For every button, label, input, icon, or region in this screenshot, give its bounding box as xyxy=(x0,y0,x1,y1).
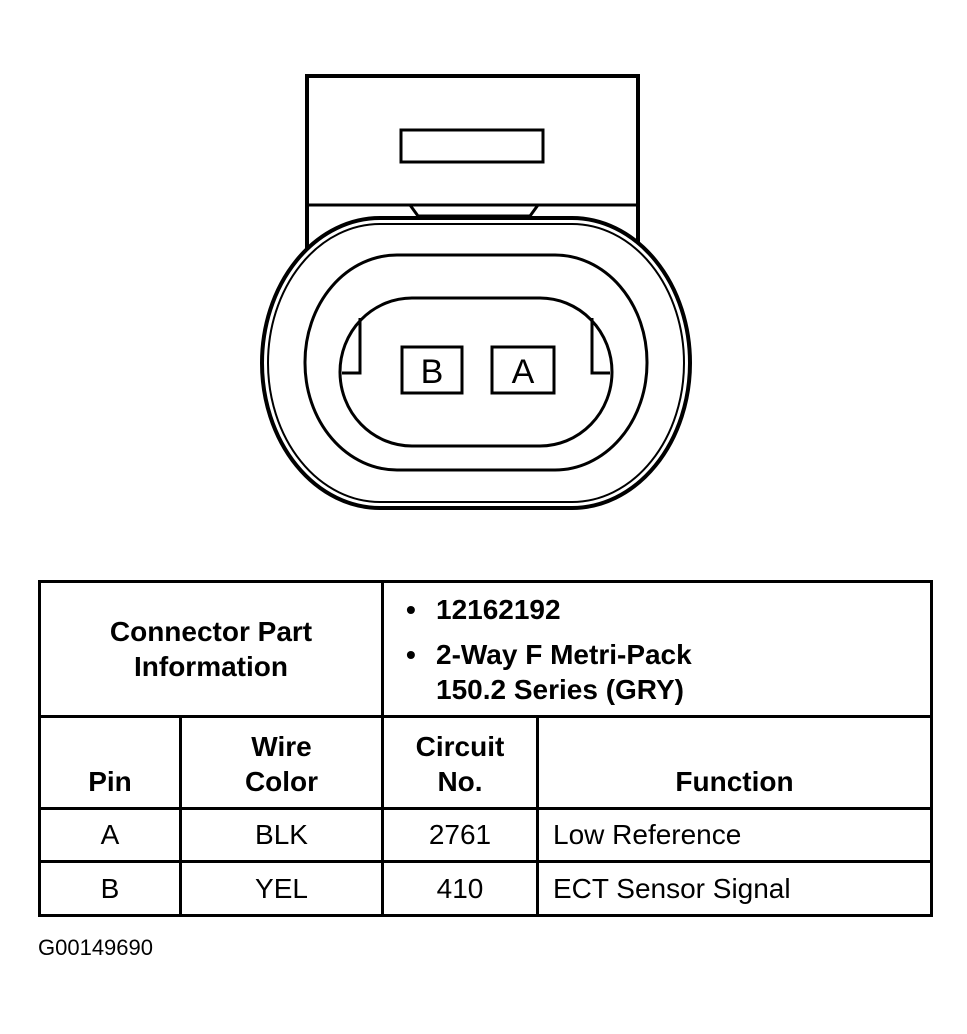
header-wire-color: Wire Color xyxy=(179,715,384,810)
table-row: A BLK 2761 Low Reference xyxy=(38,807,933,863)
connector-seal-ring xyxy=(303,253,649,472)
pin-cavity-b: B xyxy=(400,345,464,395)
part-info-label: Connector Part Information xyxy=(38,580,384,718)
cell-pin: A xyxy=(38,807,182,863)
cell-circuit-no: 410 xyxy=(381,860,539,917)
part-info-values: • 12162192 • 2-Way F Metri-Pack 150.2 Se… xyxy=(381,580,933,718)
connector-face-diagram: B A xyxy=(260,74,692,510)
pin-cavity-a: A xyxy=(490,345,556,395)
cell-wire-color: YEL xyxy=(179,860,384,917)
header-circuit-no: Circuit No. xyxy=(381,715,539,810)
pin-a-label: A xyxy=(512,353,535,391)
connector-pinout-table: Connector Part Information • 12162192 • … xyxy=(38,580,933,917)
bullet-icon: • xyxy=(406,638,416,670)
bullet-icon: • xyxy=(406,593,416,625)
cell-function: Low Reference xyxy=(536,807,933,863)
part-info-row: Connector Part Information • 12162192 • … xyxy=(38,580,933,718)
pin-b-label: B xyxy=(421,353,444,391)
column-header-row: Pin Wire Color Circuit No. Function xyxy=(38,715,933,810)
header-function: Function xyxy=(536,715,933,810)
header-pin: Pin xyxy=(38,715,182,810)
table-row: B YEL 410 ECT Sensor Signal xyxy=(38,860,933,917)
connector-outer-shell xyxy=(260,216,692,510)
figure-id: G00149690 xyxy=(38,935,153,960)
cell-wire-color: BLK xyxy=(179,807,384,863)
part-number-item: • 12162192 xyxy=(406,593,561,625)
connector-cavity xyxy=(338,296,614,448)
cell-pin: B xyxy=(38,860,182,917)
connector-type-item: • 2-Way F Metri-Pack 150.2 Series (GRY) xyxy=(406,638,692,705)
cell-function: ECT Sensor Signal xyxy=(536,860,933,917)
cell-circuit-no: 2761 xyxy=(381,807,539,863)
connector-lock-window xyxy=(399,128,545,164)
